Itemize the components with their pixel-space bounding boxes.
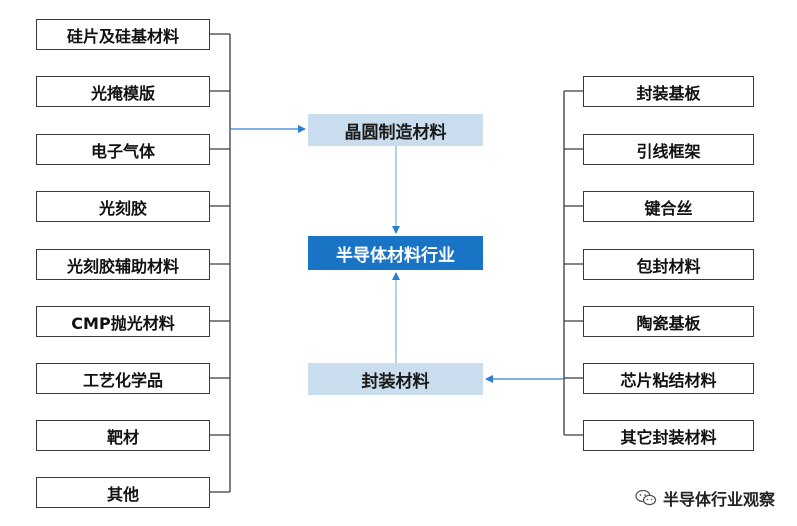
left-item-others: 其他 bbox=[36, 477, 210, 508]
right-item-other-packaging: 其它封装材料 bbox=[583, 420, 754, 451]
left-bracket bbox=[210, 33, 231, 493]
center-packaging-materials: 封装材料 bbox=[308, 363, 483, 395]
left-item-photomask: 光掩模版 bbox=[36, 76, 210, 107]
right-item-die-attach: 芯片粘结材料 bbox=[583, 363, 754, 394]
right-bracket bbox=[563, 90, 583, 436]
left-item-cmp-polishing: CMP抛光材料 bbox=[36, 306, 210, 337]
left-item-process-chemicals: 工艺化学品 bbox=[36, 363, 210, 394]
watermark: 半导体行业观察 bbox=[635, 486, 775, 510]
right-item-bonding-wire: 键合丝 bbox=[583, 191, 754, 222]
center-semiconductor-industry: 半导体材料行业 bbox=[308, 236, 483, 270]
right-item-ceramic-substrate: 陶瓷基板 bbox=[583, 306, 754, 337]
left-item-photoresist-auxiliary: 光刻胶辅助材料 bbox=[36, 249, 210, 280]
left-item-photoresist: 光刻胶 bbox=[36, 191, 210, 222]
left-item-target: 靶材 bbox=[36, 420, 210, 451]
left-item-electronic-gas: 电子气体 bbox=[36, 134, 210, 165]
watermark-text: 半导体行业观察 bbox=[662, 490, 775, 509]
center-wafer-materials: 晶圆制造材料 bbox=[308, 114, 483, 146]
right-item-lead-frame: 引线框架 bbox=[583, 134, 754, 165]
right-item-substrate: 封装基板 bbox=[583, 76, 754, 107]
wechat-icon bbox=[635, 489, 657, 507]
left-item-silicon-wafer: 硅片及硅基材料 bbox=[36, 19, 210, 50]
right-item-encapsulation: 包封材料 bbox=[583, 249, 754, 280]
